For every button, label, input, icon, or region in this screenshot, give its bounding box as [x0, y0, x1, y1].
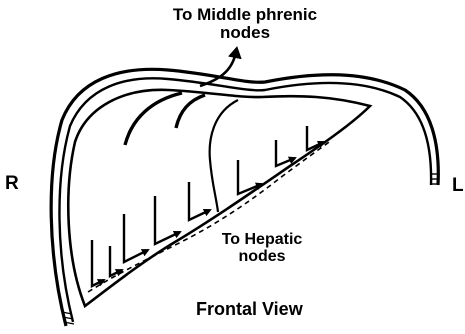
middle-phrenic-label-line1: To Middle phrenic	[155, 6, 335, 24]
drainage-arrow-4	[155, 196, 180, 244]
diaphragm-inner-line	[59, 78, 431, 322]
hepatic-nodes-label: To Hepatic nodes	[212, 232, 312, 266]
middle-phrenic-label-line2: nodes	[155, 24, 335, 42]
right-side-marker: R	[5, 174, 19, 194]
view-caption: Frontal View	[196, 300, 303, 319]
liver-lobe-border	[210, 100, 238, 212]
drainage-arrow-7	[276, 140, 295, 166]
hepatic-label-line2: nodes	[212, 249, 312, 266]
hepatic-label-line1: To Hepatic	[212, 232, 312, 249]
drainage-arrow-3	[124, 214, 148, 262]
left-side-marker: L	[452, 176, 464, 196]
drainage-arrow-5	[189, 182, 210, 220]
drainage-arrow-1	[92, 240, 104, 286]
drainage-arrow-2	[110, 246, 122, 276]
middle-phrenic-vessel-arrow	[200, 52, 236, 86]
middle-phrenic-nodes-label: To Middle phrenic nodes	[155, 6, 335, 42]
drainage-arrow-8	[307, 126, 324, 150]
dome-curve-left	[125, 93, 182, 145]
dome-curve-right	[176, 95, 205, 128]
